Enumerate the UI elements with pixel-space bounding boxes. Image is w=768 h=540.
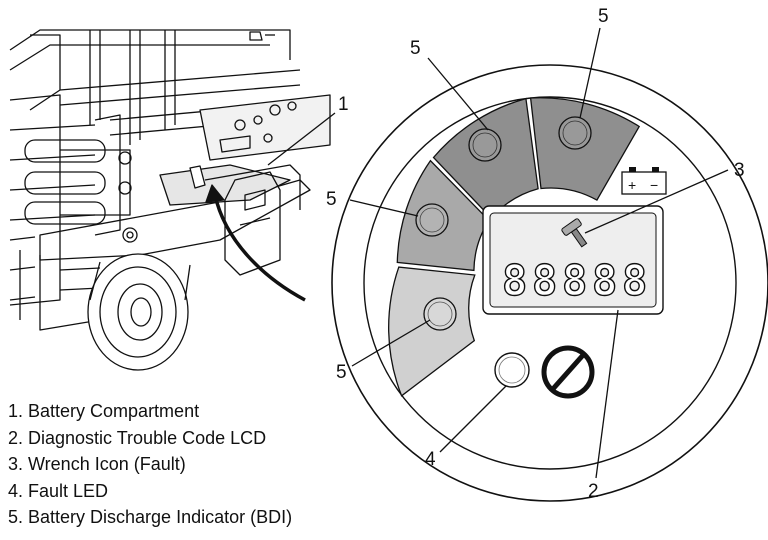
bdi-led-2-inner <box>419 207 445 233</box>
machine-illustration <box>9 29 331 371</box>
prohibition-icon <box>541 345 595 399</box>
bdi-led-4-inner <box>562 120 588 146</box>
callout-4-leader <box>439 385 507 453</box>
legend: 1. Battery Compartment 2. Diagnostic Tro… <box>8 398 292 531</box>
callout-2-leader <box>595 309 619 479</box>
lcd-digits: 8 8 8 8 8 <box>501 255 648 305</box>
lcd-screen <box>489 212 657 308</box>
fault-led-inner <box>498 356 526 384</box>
lcd-digit-2: 8 <box>532 256 557 305</box>
callout-1-label: 1 <box>338 94 349 115</box>
legend-item-fault-led: 4. Fault LED <box>8 480 109 501</box>
bdi-led-1-inner <box>427 301 453 327</box>
bdi-led-4 <box>558 116 592 150</box>
legend-item-bdi: 5. Battery Discharge Indicator (BDI) <box>8 507 293 527</box>
legend-item-battery-compartment: 1. Battery Compartment <box>8 401 200 421</box>
control-panel: + − 8 8 8 8 8 <box>331 64 768 502</box>
bdi-segment-1 <box>388 266 476 397</box>
battery-icon: + − <box>621 167 667 195</box>
bdi-segment-4 <box>529 97 641 201</box>
callout-5b-leader <box>579 27 601 119</box>
legend-item-diagnostic-lcd: 2. Diagnostic Trouble Code LCD <box>8 427 267 448</box>
lcd-digit-1: 8 <box>502 256 527 305</box>
callout-1-leader <box>267 112 336 166</box>
callout-5b-label: 5 <box>598 6 609 27</box>
wrench-icon <box>561 218 588 248</box>
legend-item-wrench-icon: 3. Wrench Icon (Fault) <box>8 454 186 474</box>
lcd-digit-5: 8 <box>622 256 647 305</box>
bdi-led-3 <box>468 128 502 162</box>
callout-3-leader <box>584 169 729 234</box>
callout-5c-leader <box>349 199 419 217</box>
bdi-led-1 <box>423 297 457 331</box>
callout-5d-label: 5 <box>336 362 347 383</box>
callout-5d-leader <box>351 319 431 367</box>
callout-5c-label: 5 <box>326 189 337 210</box>
lcd-digit-3: 8 <box>562 256 587 305</box>
lcd-digit-4: 8 <box>592 256 617 305</box>
callout-3-label: 3 <box>734 160 745 181</box>
callout-5a-leader <box>427 57 489 131</box>
callout-5a-label: 5 <box>410 38 421 59</box>
battery-minus: − <box>650 177 658 193</box>
fault-led <box>494 352 530 388</box>
callout-leaders <box>349 27 729 479</box>
bdi-led-2 <box>415 203 449 237</box>
battery-plus: + <box>628 177 636 193</box>
callout-2-label: 2 <box>588 481 599 502</box>
bdi-led-3-inner <box>472 132 498 158</box>
callout-4-label: 4 <box>425 449 436 470</box>
